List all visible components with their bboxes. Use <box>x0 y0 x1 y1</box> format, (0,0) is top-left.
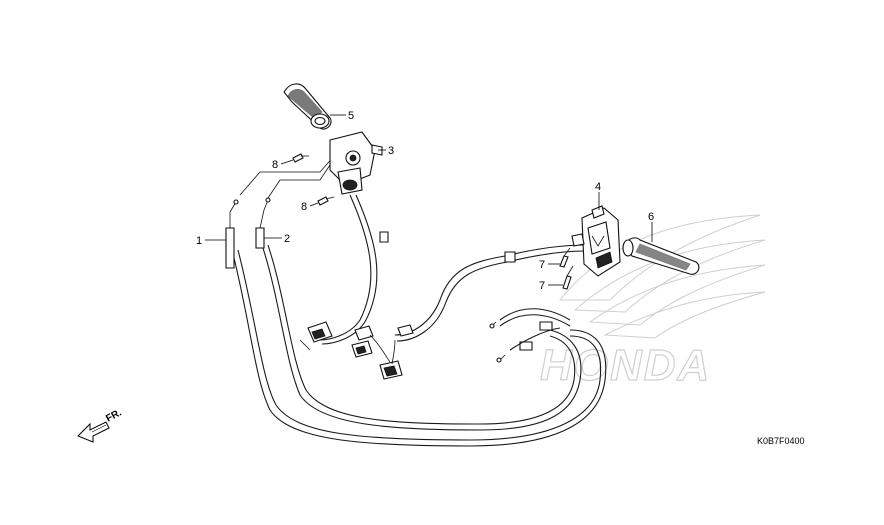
right-switch-housing <box>571 205 621 277</box>
cable-2-loop <box>261 244 582 431</box>
screw-7-lower <box>562 265 574 290</box>
callout-7-upper: 7 <box>539 259 545 271</box>
front-direction-label: FR. <box>104 407 124 424</box>
cable-2-adjuster <box>255 197 271 249</box>
screw-7-upper <box>559 247 571 268</box>
callout-7-lower: 7 <box>539 280 545 292</box>
cable-1-adjuster <box>225 199 239 269</box>
throttle-housing <box>329 131 383 195</box>
throttle-grip <box>283 83 332 130</box>
left-connector <box>299 321 333 351</box>
bolt-8-upper <box>292 153 309 163</box>
brand-watermark: HONDA <box>540 341 711 390</box>
callout-8-upper: 8 <box>272 159 278 171</box>
callout-6: 6 <box>648 211 654 223</box>
leader-lines <box>205 114 653 286</box>
diagram-code: K0B7F0400 <box>757 436 805 446</box>
callout-2: 2 <box>284 233 290 245</box>
bracket-lines <box>239 154 336 199</box>
switch-harness-left <box>319 194 389 345</box>
bolt-8-lower <box>317 196 335 206</box>
front-direction-arrow-icon <box>77 421 110 443</box>
callout-8-lower: 8 <box>301 201 307 213</box>
center-connector-cluster <box>351 324 414 380</box>
cable-end-fittings <box>489 308 571 363</box>
callout-3: 3 <box>388 145 394 157</box>
callout-1: 1 <box>196 235 202 247</box>
right-grip <box>622 237 700 275</box>
callout-5: 5 <box>348 110 354 122</box>
throttle-cable-loop <box>231 249 607 447</box>
switch-harness-right <box>394 244 586 342</box>
callout-4: 4 <box>595 181 601 193</box>
